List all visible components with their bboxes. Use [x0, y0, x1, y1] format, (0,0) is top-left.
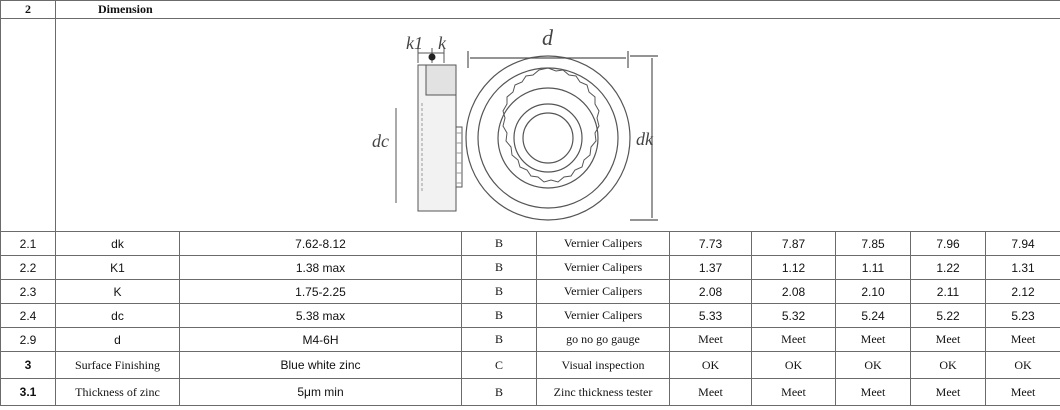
row-number: 2.9	[0, 327, 56, 352]
row-method: Vernier Calipers	[536, 231, 670, 256]
row-result-3: 7.85	[835, 231, 911, 256]
dimension-drawing-cell: k1 k dc	[54, 18, 1060, 232]
row-item: K	[55, 279, 180, 304]
k1-point-icon	[428, 53, 436, 60]
row-result-3: OK	[835, 351, 911, 379]
row-result-1: OK	[669, 351, 752, 379]
row-grade: B	[461, 303, 537, 328]
row-method: Vernier Calipers	[536, 303, 670, 328]
row-result-4: 7.96	[910, 231, 986, 256]
label-k: k	[438, 33, 447, 53]
row-result-5: 2.12	[984, 279, 1060, 304]
row-result-2: 1.12	[751, 255, 836, 280]
row-item: d	[55, 327, 180, 352]
row-grade: C	[461, 351, 537, 379]
row-result-1: 1.37	[669, 255, 752, 280]
row-grade: B	[461, 231, 537, 256]
section-header-row: 2 Dimension	[0, 0, 1060, 19]
label-dc: dc	[372, 131, 389, 151]
row-spec: 5.38 max	[179, 303, 462, 328]
row-result-2: 2.08	[751, 279, 836, 304]
row-result-1: 7.73	[669, 231, 752, 256]
row-number: 2.4	[0, 303, 56, 328]
row-number: 3.1	[0, 378, 56, 406]
row-number: 2.3	[0, 279, 56, 304]
row-result-2: Meet	[751, 327, 836, 352]
row-result-3: Meet	[835, 378, 911, 406]
nut-dimension-drawing: k1 k dc	[372, 25, 659, 221]
row-result-5: Meet	[984, 327, 1060, 352]
figure-spacer	[0, 18, 56, 232]
row-spec: Blue white zinc	[179, 351, 462, 379]
row-result-4: 1.22	[910, 255, 986, 280]
row-result-4: 2.11	[910, 279, 986, 304]
row-item: dc	[55, 303, 180, 328]
front-view	[465, 50, 659, 221]
row-result-4: 5.22	[910, 303, 986, 328]
row-result-1: Meet	[669, 378, 752, 406]
row-result-3: 2.10	[835, 279, 911, 304]
row-result-2: Meet	[751, 378, 836, 406]
row-number: 2.2	[0, 255, 56, 280]
row-result-5: OK	[984, 351, 1060, 379]
row-result-3: 1.11	[835, 255, 911, 280]
row-result-2: OK	[751, 351, 836, 379]
row-item: Thickness of zinc	[55, 378, 180, 406]
row-result-5: 1.31	[984, 255, 1060, 280]
row-result-3: Meet	[835, 327, 911, 352]
row-method: Vernier Calipers	[536, 255, 670, 280]
row-number: 2.1	[0, 231, 56, 256]
row-result-1: 2.08	[669, 279, 752, 304]
label-dk: dk	[636, 129, 654, 149]
row-spec: 7.62-8.12	[179, 231, 462, 256]
row-number: 3	[0, 351, 56, 379]
section-number: 2	[0, 0, 56, 19]
row-item: dk	[55, 231, 180, 256]
row-spec: 5μm min	[179, 378, 462, 406]
row-result-5: Meet	[984, 378, 1060, 406]
row-item: Surface Finishing	[55, 351, 180, 379]
row-result-4: Meet	[910, 327, 986, 352]
row-spec: 1.75-2.25	[179, 279, 462, 304]
row-result-2: 7.87	[751, 231, 836, 256]
row-spec: 1.38 max	[179, 255, 462, 280]
row-result-3: 5.24	[835, 303, 911, 328]
section-title: Dimension	[54, 0, 1060, 19]
row-result-1: 5.33	[669, 303, 752, 328]
row-result-4: Meet	[910, 378, 986, 406]
row-method: Zinc thickness tester	[536, 378, 670, 406]
row-method: Vernier Calipers	[536, 279, 670, 304]
label-d: d	[542, 25, 554, 50]
row-result-4: OK	[910, 351, 986, 379]
row-result-5: 5.23	[984, 303, 1060, 328]
row-grade: B	[461, 255, 537, 280]
row-spec: M4-6H	[179, 327, 462, 352]
row-grade: B	[461, 279, 537, 304]
label-k1: k1	[406, 33, 423, 53]
row-grade: B	[461, 378, 537, 406]
figure-row: k1 k dc	[0, 18, 1060, 232]
row-result-5: 7.94	[984, 231, 1060, 256]
row-result-2: 5.32	[751, 303, 836, 328]
row-item: K1	[55, 255, 180, 280]
row-method: Visual inspection	[536, 351, 670, 379]
row-grade: B	[461, 327, 537, 352]
side-view	[395, 47, 463, 211]
row-method: go no go gauge	[536, 327, 670, 352]
row-result-1: Meet	[669, 327, 752, 352]
